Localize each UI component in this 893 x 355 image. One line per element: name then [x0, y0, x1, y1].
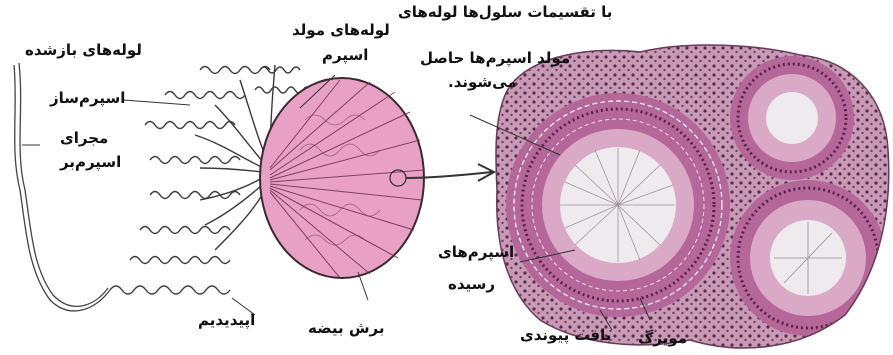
label-division-note-2: مولد اسپرم‌ها حاصل — [420, 48, 570, 68]
label-testis-section: برش بیضه — [308, 318, 385, 338]
label-seminiferous: اسپرم‌ساز — [50, 88, 125, 108]
label-connective-tissue: بافت پیوندی — [520, 325, 611, 345]
label-vas-deferens-2: اسپرم‌بر — [60, 152, 121, 172]
label-spermatogenic-tubules-1: لوله‌های مولد — [292, 20, 390, 40]
testis-cross-section — [260, 78, 424, 278]
large-seminiferous-tubule — [506, 93, 730, 317]
label-efferent-ducts: لوله‌های بازشده — [25, 40, 142, 60]
label-spermatogenic-tubules-2: اسپرم — [322, 45, 368, 65]
small-seminiferous-tubule — [730, 56, 854, 180]
label-epididymis: اپیدیدیم — [198, 310, 255, 330]
medium-seminiferous-tubule — [730, 180, 886, 336]
label-division-note-3: می‌شوند. — [448, 72, 517, 92]
label-vas-deferens-1: مجرای — [60, 128, 108, 148]
label-division-note-1: با تقسیمات سلول‌ها لوله‌های — [398, 2, 612, 22]
label-mature-sperm-2: رسیده — [448, 274, 495, 294]
tissue-micrograph — [490, 40, 893, 355]
label-capillary: مویرگ — [638, 328, 687, 348]
label-mature-sperm-1: اسپرم‌های — [438, 242, 514, 262]
